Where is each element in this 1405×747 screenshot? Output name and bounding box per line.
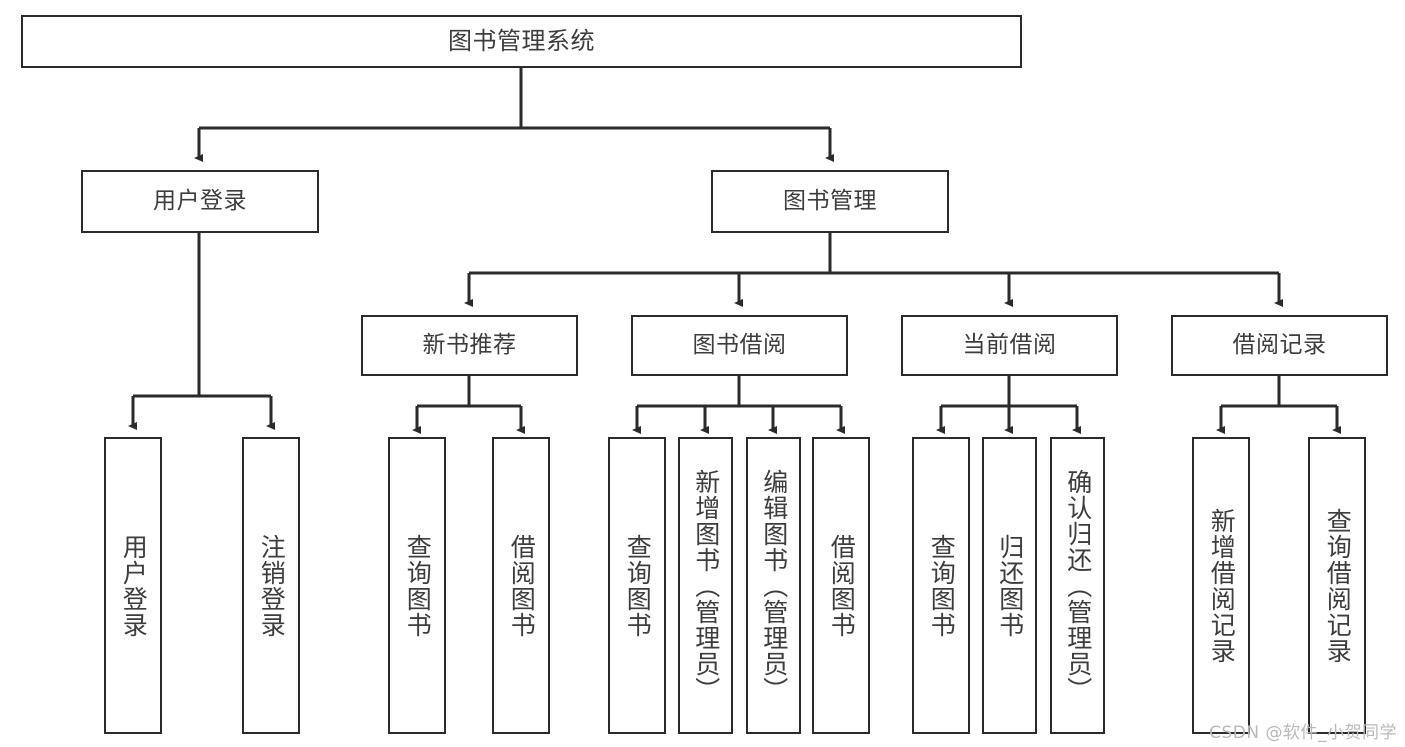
node-root-book-management-system[interactable]: 图书管理系统: [21, 15, 1022, 68]
node-label: 当前借阅: [962, 331, 1057, 358]
node-label: 查询图书: [927, 533, 957, 638]
node-label: 编辑图书（管理员）: [759, 468, 789, 703]
node-leaf-query-borrow-record[interactable]: 查询借阅记录: [1308, 437, 1366, 734]
node-leaf-query-book-borrow[interactable]: 查询图书: [608, 437, 666, 734]
node-leaf-user-logout[interactable]: 注销登录: [242, 437, 300, 734]
node-label: 查询图书: [623, 533, 653, 638]
node-leaf-query-book-current[interactable]: 查询图书: [912, 437, 970, 734]
node-label: 用户登录: [153, 187, 247, 214]
watermark-text: CSDN @软件_小贺同学: [1209, 723, 1397, 743]
node-new-book-recommend[interactable]: 新书推荐: [361, 315, 578, 376]
node-label: 归还图书: [995, 533, 1025, 638]
node-label: 新书推荐: [422, 331, 517, 358]
node-label: 注销登录: [257, 533, 287, 638]
node-leaf-return-book[interactable]: 归还图书: [982, 437, 1037, 734]
node-label: 借阅记录: [1232, 331, 1327, 358]
node-book-borrow[interactable]: 图书借阅: [631, 315, 848, 376]
node-user-login[interactable]: 用户登录: [81, 170, 319, 233]
node-label: 借阅图书: [827, 533, 857, 638]
node-label: 借阅图书: [507, 533, 537, 638]
node-label: 确认归还（管理员）: [1063, 468, 1093, 703]
node-leaf-confirm-return-admin[interactable]: 确认归还（管理员）: [1050, 437, 1105, 734]
node-leaf-edit-book-admin[interactable]: 编辑图书（管理员）: [746, 437, 801, 734]
node-book-management[interactable]: 图书管理: [711, 170, 949, 233]
node-label: 查询图书: [403, 533, 433, 638]
node-leaf-add-borrow-record[interactable]: 新增借阅记录: [1192, 437, 1250, 734]
node-label: 新增图书（管理员）: [691, 468, 721, 703]
node-label: 图书管理系统: [448, 27, 595, 56]
node-label: 查询借阅记录: [1323, 507, 1353, 664]
node-leaf-query-book-recommend[interactable]: 查询图书: [388, 437, 446, 734]
node-label: 图书管理: [783, 187, 877, 214]
node-borrow-record[interactable]: 借阅记录: [1171, 315, 1388, 376]
node-leaf-borrow-book-recommend[interactable]: 借阅图书: [492, 437, 550, 734]
node-label: 图书借阅: [692, 331, 787, 358]
node-label: 用户登录: [119, 533, 149, 638]
node-current-borrow[interactable]: 当前借阅: [901, 315, 1118, 376]
node-leaf-borrow-book[interactable]: 借阅图书: [812, 437, 870, 734]
node-label: 新增借阅记录: [1207, 507, 1237, 664]
node-leaf-user-login[interactable]: 用户登录: [104, 437, 162, 734]
node-leaf-add-book-admin[interactable]: 新增图书（管理员）: [678, 437, 733, 734]
